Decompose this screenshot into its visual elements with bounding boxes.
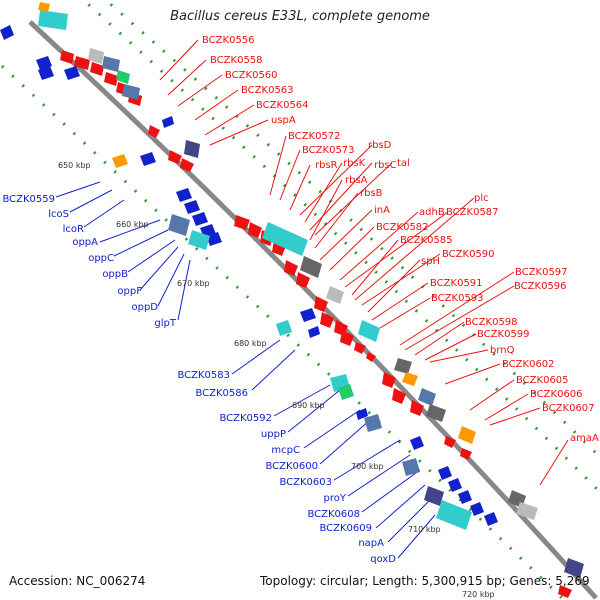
gene-label: lcoR [63, 224, 84, 235]
gene-label: rbsC [374, 160, 397, 171]
genome-summary: Topology: circular; Length: 5,300,915 bp… [260, 574, 590, 588]
scale-labels: 650 kbp 660 kbp 670 kbp 680 kbp 690 kbp … [58, 161, 495, 599]
gene-label: spH [421, 256, 440, 267]
scale-label: 720 kbp [462, 590, 495, 599]
gene-label: BCZK0572 [288, 131, 341, 142]
gene-label: oppD [131, 302, 158, 313]
forward-leader-lines [159, 39, 569, 486]
gene-label: lcoS [48, 209, 69, 220]
genome-title: Bacillus cereus E33L, complete genome [170, 9, 430, 24]
scale-label: 680 kbp [234, 339, 267, 348]
gene-label: BCZK0592 [219, 413, 272, 424]
forward-gene-labels: BCZK0556 BCZK0558 BCZK0560 BCZK0563 BCZK… [202, 35, 599, 444]
gene-label: BCZK0559 [2, 194, 55, 205]
gene-label: BCZK0598 [465, 317, 518, 328]
gene-label: rbsK [343, 158, 366, 169]
gene-label: BCZK0607 [542, 403, 595, 414]
gene-label: BCZK0597 [515, 267, 568, 278]
gene-label: BCZK0605 [516, 375, 569, 386]
scale-label: 690 kbp [292, 401, 325, 410]
scale-label: 700 kbp [351, 462, 384, 471]
gene-label: BCZK0606 [530, 389, 583, 400]
gene-label: amaA [570, 433, 599, 444]
scale-label: 710 kbp [408, 525, 441, 534]
gene-label: glpT [154, 318, 176, 329]
gene-label: tal [397, 158, 410, 169]
gene-label: oppA [72, 237, 98, 248]
gene-label: BCZK0599 [477, 329, 530, 340]
gene-label: oppC [88, 253, 114, 264]
gene-label: inA [374, 205, 390, 216]
gene-label: BCZK0586 [195, 388, 248, 399]
gene-label: BCZK0590 [442, 249, 495, 260]
scale-label: 670 kbp [177, 279, 210, 288]
gene-label: BCZK0600 [265, 461, 318, 472]
gene-label: BCZK0582 [376, 222, 429, 233]
gene-label: BCZK0585 [400, 235, 453, 246]
gene-label: brnQ [490, 345, 515, 356]
gene-label: BCZK0587 [446, 207, 499, 218]
reverse-leader-lines [55, 181, 436, 559]
gene-label: rbsB [360, 188, 383, 199]
gene-label: BCZK0560 [225, 70, 278, 81]
gene-label: uppP [261, 429, 286, 440]
gene-label: qoxD [370, 554, 396, 565]
gene-label: oppB [102, 269, 128, 280]
gene-label: oppF [117, 286, 142, 297]
gene-label: uspA [271, 115, 296, 126]
gene-label: rbsR [315, 160, 338, 171]
scale-label: 650 kbp [58, 161, 91, 170]
gene-label: napA [358, 538, 384, 549]
gene-label: plc [474, 193, 489, 204]
gene-label: proY [324, 493, 347, 504]
gene-label: adhB [419, 207, 445, 218]
gene-label: BCZK0573 [302, 145, 355, 156]
accession-label: Accession: NC_006274 [9, 574, 146, 588]
reverse-genes [0, 25, 498, 526]
gene-label: BCZK0591 [430, 278, 483, 289]
gene-label: BCZK0603 [279, 477, 332, 488]
gene-label: BCZK0564 [256, 100, 309, 111]
reverse-gene-labels: BCZK0559 lcoS lcoR oppA oppC oppB oppF o… [2, 194, 396, 565]
scale-label: 660 kbp [116, 220, 149, 229]
gene-label: mcpC [271, 445, 300, 456]
gene-label: BCZK0583 [177, 370, 230, 381]
gene-label: BCZK0593 [431, 293, 484, 304]
gene-label: BCZK0563 [241, 85, 294, 96]
gene-label: BCZK0558 [210, 55, 263, 66]
gene-label: rbsA [345, 175, 368, 186]
gene-label: BCZK0596 [514, 281, 567, 292]
gene-label: BCZK0608 [307, 509, 360, 520]
gene-label: rbsD [368, 140, 392, 151]
gene-label: BCZK0609 [319, 523, 372, 534]
forward-genes [60, 50, 572, 598]
other-genes [38, 2, 584, 578]
gene-label: BCZK0556 [202, 35, 255, 46]
gene-label: BCZK0602 [502, 359, 555, 370]
